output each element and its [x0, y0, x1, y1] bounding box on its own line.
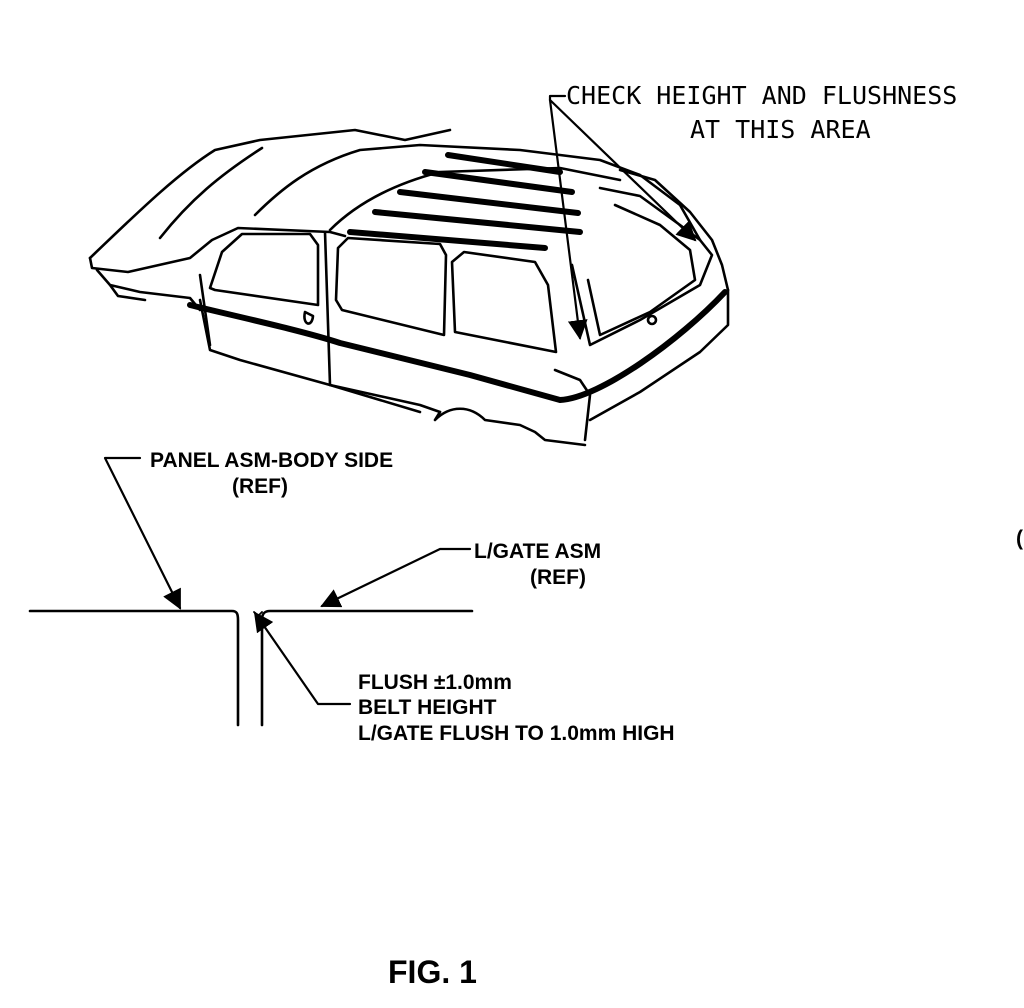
van-front-pillar — [158, 146, 264, 240]
callout-leader-top — [548, 94, 697, 340]
liftgate-outline — [570, 186, 714, 347]
van-rocker — [328, 383, 422, 414]
roof-rail-1 — [445, 152, 563, 175]
callout-top-line2: AT THIS AREA — [690, 115, 871, 144]
body-side-panel-line — [28, 609, 240, 727]
roof-rail-3 — [397, 189, 581, 216]
van-bumper-front — [95, 268, 202, 312]
door-handle — [303, 310, 315, 325]
roof-rail-2 — [422, 169, 575, 195]
rear-wheel-well — [433, 407, 587, 447]
lgate-label-line1: L/GATE ASM — [474, 540, 601, 563]
liftgate-lock — [646, 314, 658, 326]
spec-line3: L/GATE FLUSH TO 1.0mm HIGH — [358, 722, 675, 745]
spec-line2: BELT HEIGHT — [358, 696, 497, 719]
callout-top-line1: CHECK HEIGHT AND FLUSHNESS — [566, 81, 957, 110]
roof-rail-4 — [372, 209, 583, 235]
door-pillar-b — [323, 230, 332, 387]
van-hood — [88, 226, 347, 274]
van-illustration — [88, 128, 730, 447]
van-body-side-lower — [198, 298, 442, 414]
panel-leader — [103, 456, 182, 610]
van-rear-roof — [618, 168, 730, 292]
margin-mark: ( — [1016, 527, 1023, 550]
panel-label-line2: (REF) — [232, 475, 288, 498]
lgate-leader — [320, 547, 472, 608]
spec-line1: FLUSH ±1.0mm — [358, 671, 512, 694]
spec-leader — [253, 611, 352, 706]
lgate-label-line2: (REF) — [530, 566, 586, 589]
van-roof-ridge — [253, 143, 702, 242]
section-leaders — [103, 456, 472, 706]
middle-window — [334, 236, 448, 337]
rear-window — [450, 250, 558, 354]
panel-label-line1: PANEL ASM-BODY SIDE — [150, 449, 393, 472]
liftgate-glass — [586, 203, 697, 337]
roof-rail-5 — [347, 229, 548, 251]
figure-caption: FIG. 1 — [388, 954, 477, 990]
van-windshield-top — [88, 128, 452, 260]
van-rear-corner — [553, 288, 730, 442]
belt-molding — [187, 289, 728, 403]
front-door-window — [208, 232, 320, 307]
